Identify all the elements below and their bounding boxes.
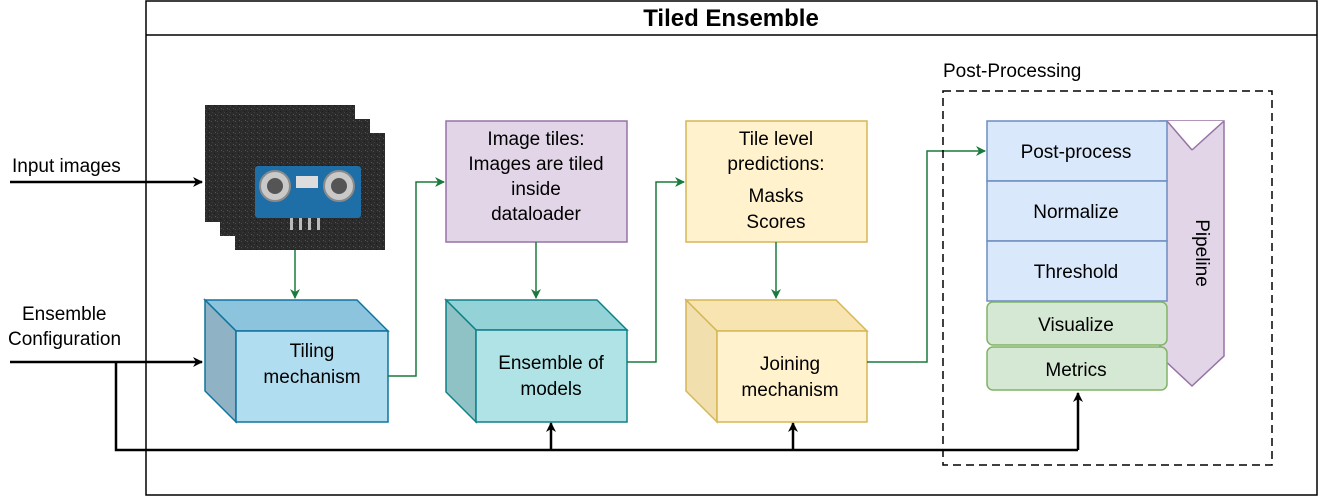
pipeline-label: Pipeline	[1191, 219, 1212, 287]
step-visualize-label: Visualize	[1038, 315, 1114, 336]
tile-pred-line-2: predictions:	[727, 154, 824, 175]
tile-pred-line-3: Masks	[749, 186, 804, 207]
step-visualize	[986, 301, 1168, 346]
pipeline-arrow: Pipeline	[1159, 120, 1225, 388]
image-tiles-line-2: Images are tiled	[468, 154, 603, 175]
ensemble-config-label-1: Ensemble	[22, 304, 107, 325]
tiling-label-2: mechanism	[263, 367, 360, 388]
step-normalize-label: Normalize	[1033, 202, 1119, 223]
image-tiles-line-3: inside	[511, 179, 561, 200]
tiling-to-tiles-arrow	[388, 177, 445, 377]
step-post-process	[986, 120, 1168, 182]
outer-frame	[145, 0, 1318, 496]
post-processing-label: Post-Processing	[943, 61, 1081, 82]
input-images-label: Input images	[12, 156, 121, 177]
step-normalize	[986, 180, 1168, 242]
tile-pred-line-4: Scores	[746, 212, 805, 233]
ensemble-config-label-2: Configuration	[8, 329, 121, 350]
ensemble-label-1: Ensemble of	[498, 353, 604, 374]
joining-mechanism-box: Joining mechanism	[684, 298, 869, 424]
tiling-label-1: Tiling	[290, 341, 335, 362]
image-tiles-line-4: dataloader	[491, 204, 581, 225]
tile-pred-line-1: Tile level	[739, 129, 813, 150]
ensemble-to-predictions-arrow	[627, 177, 685, 363]
step-metrics-label: Metrics	[1045, 360, 1106, 381]
joining-to-postprocess-arrow	[867, 146, 986, 363]
image-tiles-note: Image tiles: Images are tiled inside dat…	[445, 120, 628, 243]
step-metrics	[986, 346, 1168, 391]
config-bus-line	[114, 362, 1078, 452]
ensemble-label-2: models	[520, 379, 581, 400]
joining-label-1: Joining	[760, 354, 820, 375]
ensemble-of-models-box: Ensemble of models	[444, 298, 629, 424]
input-image-stack	[205, 105, 385, 250]
tile-predictions-note: Tile level predictions: Masks Scores	[685, 120, 868, 243]
diagram-title: Tiled Ensemble	[643, 5, 819, 32]
pipeline-steps: Post-process Normalize Threshold Visuali…	[986, 120, 1168, 391]
image-tiles-line-1: Image tiles:	[487, 129, 584, 150]
step-threshold-label: Threshold	[1034, 262, 1119, 283]
step-post-process-label: Post-process	[1021, 142, 1132, 163]
tiling-mechanism-box: Tiling mechanism	[203, 298, 390, 424]
step-threshold	[986, 240, 1168, 302]
joining-label-2: mechanism	[741, 380, 838, 401]
